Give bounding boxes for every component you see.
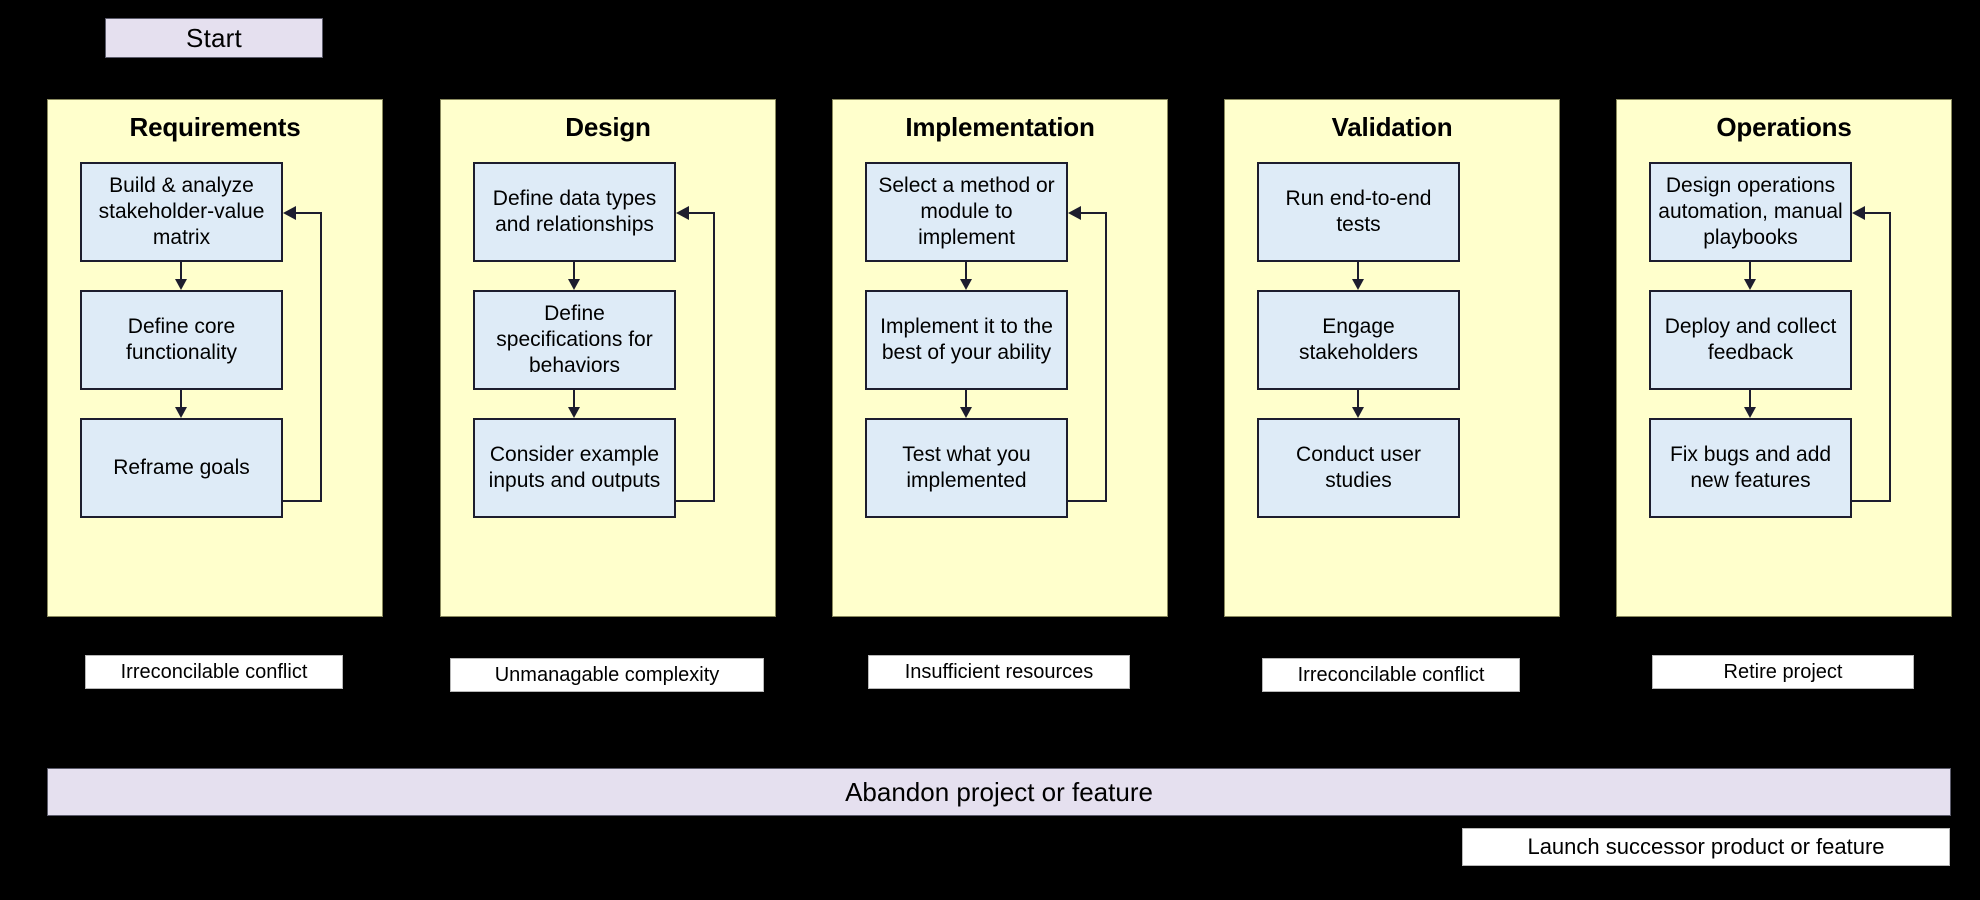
phase-exit-label: Retire project bbox=[1652, 655, 1914, 689]
step-connector-line bbox=[573, 390, 575, 410]
feedback-loop-segment bbox=[1105, 212, 1107, 502]
launch-node-label: Launch successor product or feature bbox=[1527, 834, 1885, 859]
phase-exit-label: Irreconcilable conflict bbox=[85, 655, 343, 689]
launch-node: Launch successor product or feature bbox=[1462, 828, 1950, 866]
arrow-down-icon bbox=[1744, 407, 1756, 418]
arrow-down-icon bbox=[175, 279, 187, 290]
feedback-loop-segment bbox=[320, 212, 322, 502]
phase-title: Requirements bbox=[129, 112, 301, 142]
step-connector-line bbox=[1357, 390, 1359, 410]
phase-step: Define specifications for behaviors bbox=[473, 290, 676, 390]
start-node-label: Start bbox=[186, 22, 242, 53]
phase-step: Consider example inputs and outputs bbox=[473, 418, 676, 518]
phase-step: Define data types and relationships bbox=[473, 162, 676, 262]
phase-exit-label: Insufficient resources bbox=[868, 655, 1130, 689]
arrow-left-icon bbox=[1852, 206, 1865, 220]
abandon-node: Abandon project or feature bbox=[47, 768, 1951, 816]
arrow-down-icon bbox=[1744, 279, 1756, 290]
phase-title: Design bbox=[565, 112, 651, 142]
abandon-node-label: Abandon project or feature bbox=[845, 776, 1153, 807]
start-node: Start bbox=[105, 18, 323, 58]
phase-step: Engage stakeholders bbox=[1257, 290, 1460, 390]
arrow-left-icon bbox=[283, 206, 296, 220]
step-connector-line bbox=[965, 390, 967, 410]
phase-exit-label: Irreconcilable conflict bbox=[1262, 658, 1520, 692]
arrow-down-icon bbox=[960, 407, 972, 418]
phase-step: Fix bugs and add new features bbox=[1649, 418, 1852, 518]
phase-step: Deploy and collect feedback bbox=[1649, 290, 1852, 390]
arrow-down-icon bbox=[175, 407, 187, 418]
feedback-loop-segment bbox=[1079, 212, 1107, 214]
feedback-loop-segment bbox=[1863, 212, 1891, 214]
phase-step: Test what you implemented bbox=[865, 418, 1068, 518]
phase-step: Reframe goals bbox=[80, 418, 283, 518]
phase-step: Build & analyze stakeholder-value matrix bbox=[80, 162, 283, 262]
step-connector-line bbox=[1357, 262, 1359, 282]
feedback-loop-segment bbox=[1889, 212, 1891, 502]
phase-step: Select a method or module to implement bbox=[865, 162, 1068, 262]
arrow-down-icon bbox=[960, 279, 972, 290]
step-connector-line bbox=[1749, 390, 1751, 410]
feedback-loop-segment bbox=[283, 500, 322, 502]
step-connector-line bbox=[965, 262, 967, 282]
feedback-loop-segment bbox=[294, 212, 322, 214]
arrow-down-icon bbox=[568, 279, 580, 290]
feedback-loop-segment bbox=[687, 212, 715, 214]
step-connector-line bbox=[1749, 262, 1751, 282]
phase-step: Implement it to the best of your ability bbox=[865, 290, 1068, 390]
step-connector-line bbox=[180, 390, 182, 410]
phase-title: Operations bbox=[1716, 112, 1852, 142]
arrow-down-icon bbox=[1352, 279, 1364, 290]
arrow-down-icon bbox=[568, 407, 580, 418]
arrow-left-icon bbox=[1068, 206, 1081, 220]
phase-step: Conduct user studies bbox=[1257, 418, 1460, 518]
phase-title: Validation bbox=[1331, 112, 1453, 142]
feedback-loop-segment bbox=[1068, 500, 1107, 502]
arrow-down-icon bbox=[1352, 407, 1364, 418]
feedback-loop-segment bbox=[1852, 500, 1891, 502]
phase-step: Define core functionality bbox=[80, 290, 283, 390]
phase-title: Implementation bbox=[905, 112, 1095, 142]
feedback-loop-segment bbox=[713, 212, 715, 502]
step-connector-line bbox=[573, 262, 575, 282]
feedback-loop-segment bbox=[676, 500, 715, 502]
step-connector-line bbox=[180, 262, 182, 282]
phase-step: Run end-to-end tests bbox=[1257, 162, 1460, 262]
phase-exit-label: Unmanagable complexity bbox=[450, 658, 764, 692]
arrow-left-icon bbox=[676, 206, 689, 220]
phase-step: Design operations automation, manual pla… bbox=[1649, 162, 1852, 262]
